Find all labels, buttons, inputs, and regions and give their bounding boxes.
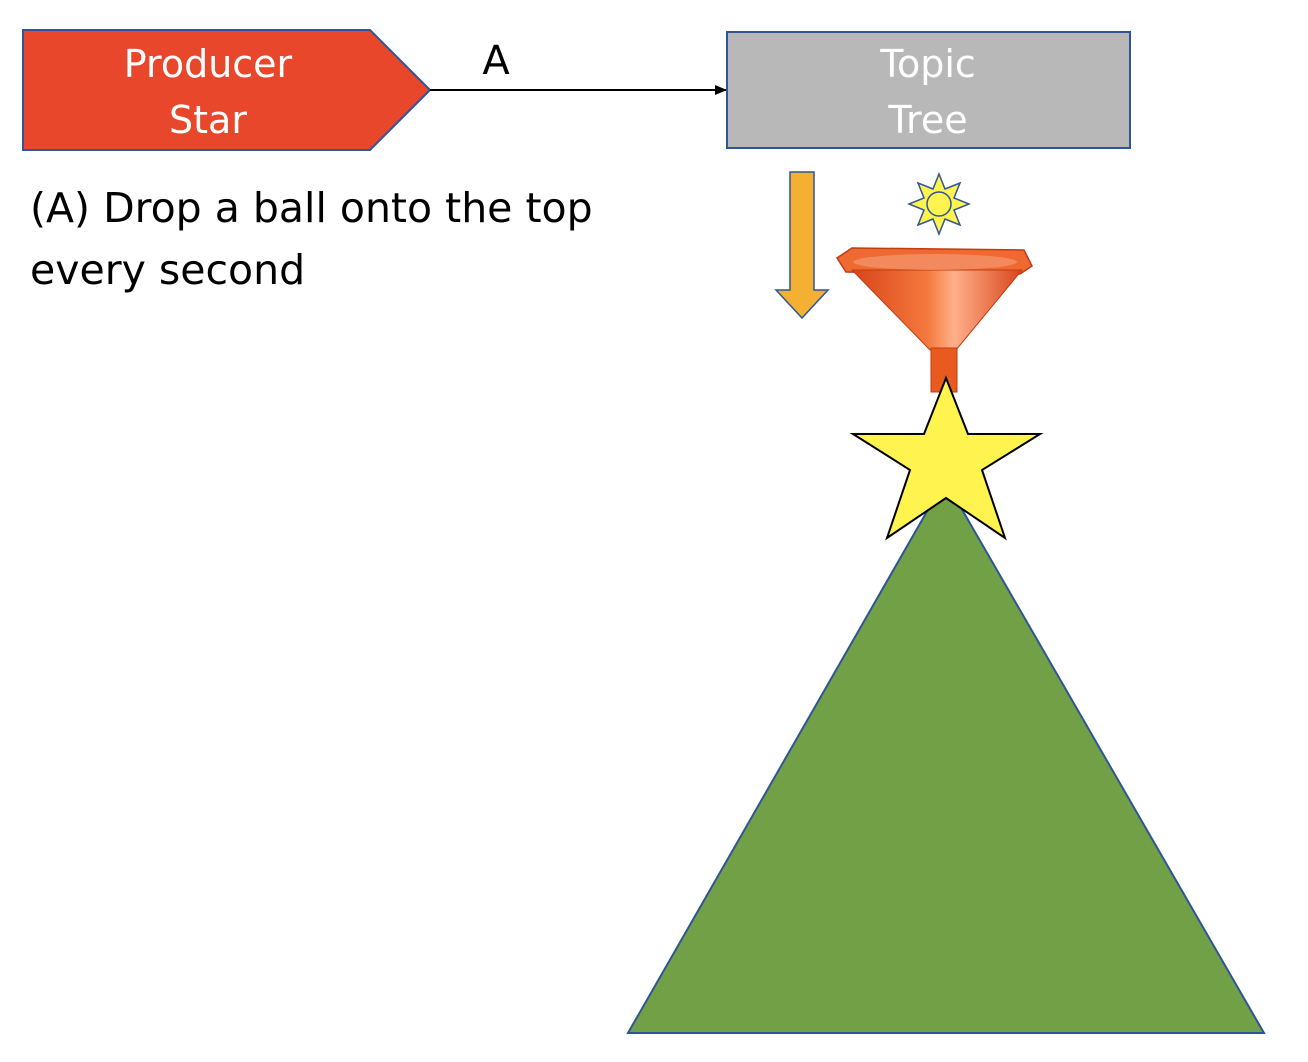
caption: (A) Drop a ball onto the top every secon… (30, 184, 593, 294)
topic-label-line1: Topic (879, 42, 976, 86)
funnel-icon (835, 247, 1033, 393)
edge-label: A (482, 38, 510, 84)
caption-line1: (A) Drop a ball onto the top (30, 184, 593, 232)
topic-node: Topic Tree (726, 31, 1131, 149)
topic-shape (726, 31, 1131, 149)
producer-label-line2: Star (169, 98, 247, 142)
producer-shape (22, 29, 432, 151)
topic-label-line2: Tree (887, 98, 967, 142)
sun-ball-icon (906, 171, 972, 237)
producer-node: Producer Star (22, 29, 432, 151)
producer-label-line1: Producer (124, 42, 293, 86)
star-icon (849, 375, 1044, 541)
caption-line2: every second (30, 246, 305, 294)
edge-a: A (430, 38, 727, 95)
triangle-tree-icon (626, 477, 1266, 1034)
down-arrow-icon (774, 171, 830, 320)
